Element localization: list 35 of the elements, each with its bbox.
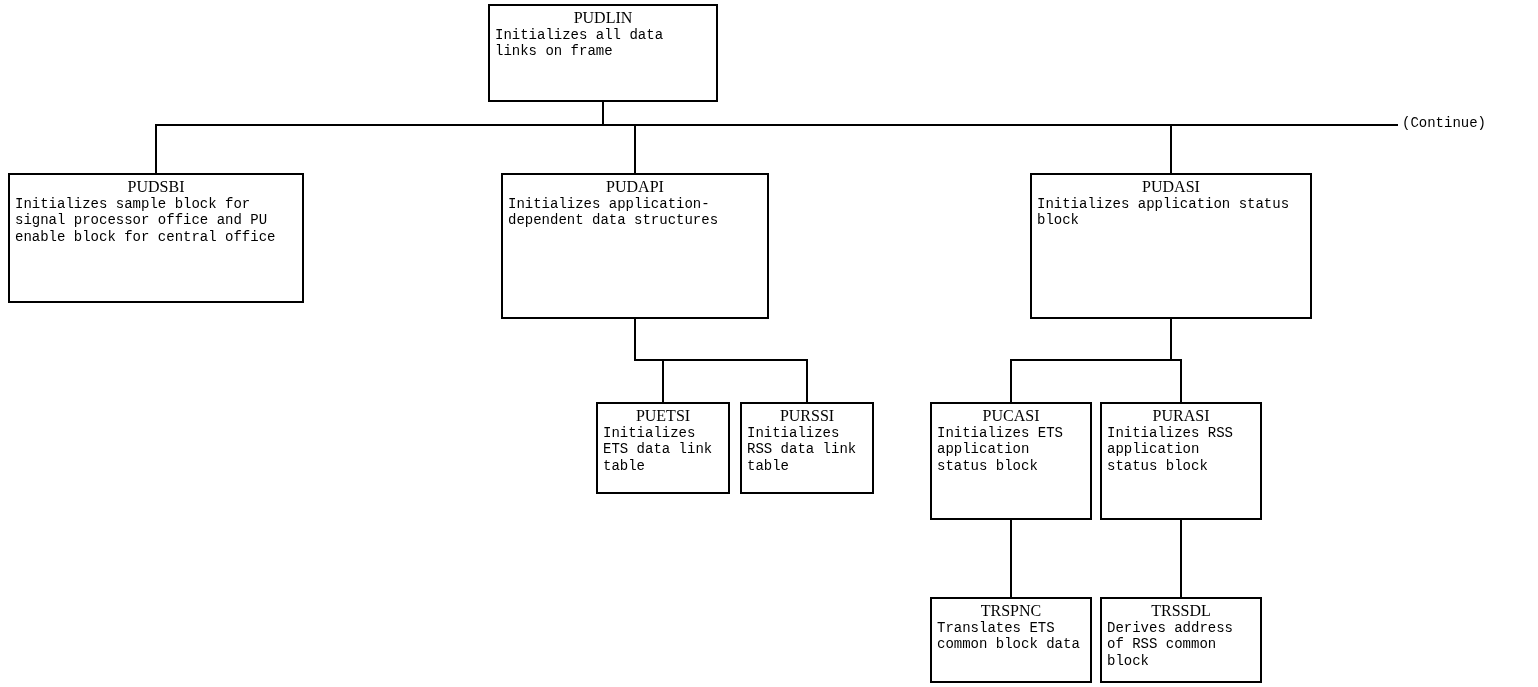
- module-description: Initializes ETS data link table: [603, 425, 714, 474]
- module-description: Translates ETS common block data: [937, 620, 1081, 653]
- connector-line: [634, 318, 808, 403]
- process-box: [930, 597, 1092, 683]
- connector-line: [1170, 318, 1182, 403]
- module-description: Derives address of RSS common block: [1107, 620, 1235, 669]
- module-name: TRSSDL: [1150, 602, 1212, 621]
- module-description: Initializes application status block: [1037, 196, 1291, 229]
- module-name: PUDASI: [1141, 178, 1201, 197]
- module-description: Initializes RSS application status block: [1107, 425, 1235, 474]
- process-box: [488, 4, 718, 102]
- module-description: Initializes RSS data link table: [747, 425, 858, 474]
- process-box: [740, 402, 874, 494]
- module-description: Initializes sample block for signal processor office and PU enable block for central office: [15, 196, 277, 245]
- connector-line: [1010, 519, 1012, 598]
- module-name: PUDAPI: [605, 178, 665, 197]
- module-name: PURASI: [1151, 407, 1211, 426]
- module-description: Initializes ETS application status block: [937, 425, 1065, 474]
- process-box: [1100, 402, 1262, 520]
- connector-line: [1180, 519, 1182, 598]
- process-box: [930, 402, 1092, 520]
- module-name: PUDLIN: [572, 9, 634, 28]
- module-name: PURSSI: [778, 407, 836, 426]
- process-box: [1100, 597, 1262, 683]
- module-name: TRSPNC: [979, 602, 1043, 621]
- module-name: PUDSBI: [126, 178, 186, 197]
- process-box: [1030, 173, 1312, 319]
- process-box: [501, 173, 769, 319]
- module-name: PUETSI: [634, 407, 692, 426]
- module-name: PUCASI: [981, 407, 1041, 426]
- process-box: [596, 402, 730, 494]
- module-description: Initializes all data links on frame: [495, 27, 665, 60]
- process-box: [8, 173, 304, 303]
- continuation-label: (Continue): [1402, 115, 1486, 131]
- module-description: Initializes application-dependent data structures: [508, 196, 720, 229]
